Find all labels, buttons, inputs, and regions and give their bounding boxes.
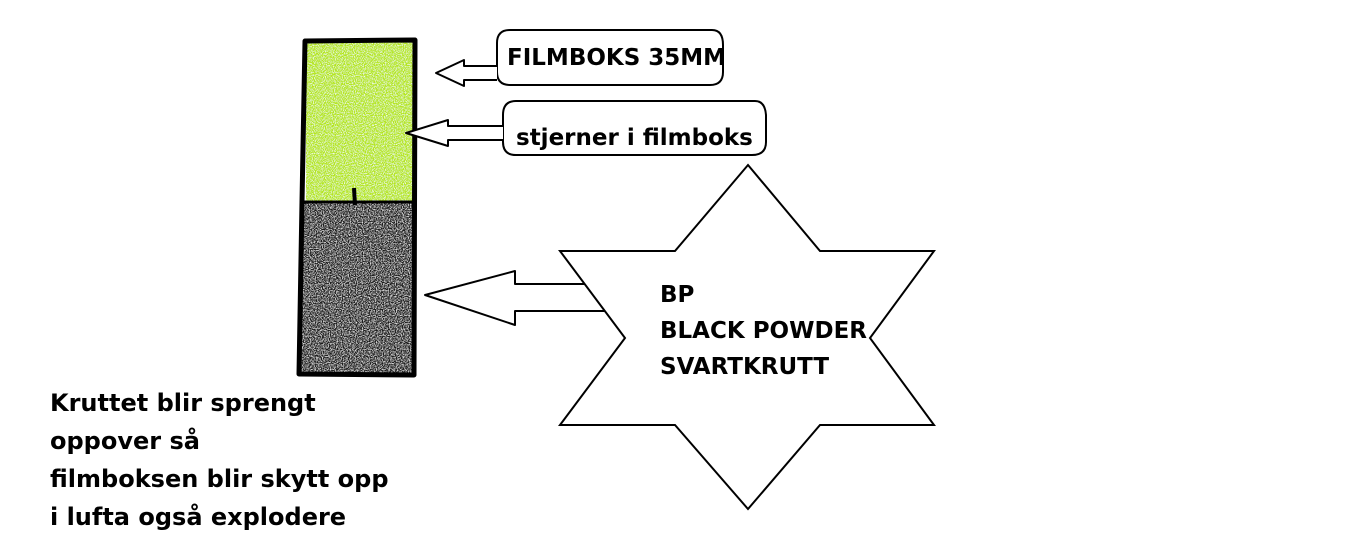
film-box-arrow [435,59,497,87]
star-label-svartkrutt: SVARTKRUTT [660,354,829,380]
stars-callout: stjerner i filmboks [405,100,767,156]
film-box-bubble [496,29,724,86]
film-canister [296,37,418,378]
stars-arrow [405,119,503,147]
stars-compartment [306,42,413,202]
note-line: filmboksen blir skytt opp [50,465,389,493]
powder-compartment [301,202,413,374]
star-label-bp: BP [660,282,694,308]
star-label-black-powder: BLACK POWDER [660,318,867,344]
stars-label: stjerner i filmboks [516,125,753,151]
powder-arrow [424,270,608,326]
film-box-label: FILMBOKS 35MM [507,45,726,71]
note-line: i lufta også explodere [50,503,347,531]
stars-bubble [502,100,767,156]
film-box-callout: FILMBOKS 35MM [435,29,726,87]
star-shape [558,163,936,511]
note-line: Kruttet blir sprengt [50,389,316,417]
canister-outline [296,37,418,378]
black-powder-star: BP BLACK POWDER SVARTKRUTT [558,163,936,511]
explanation-note: Kruttet blir sprengt oppover så filmboks… [50,384,389,536]
note-line: oppover så [50,427,200,455]
fuse-mark [352,187,357,206]
